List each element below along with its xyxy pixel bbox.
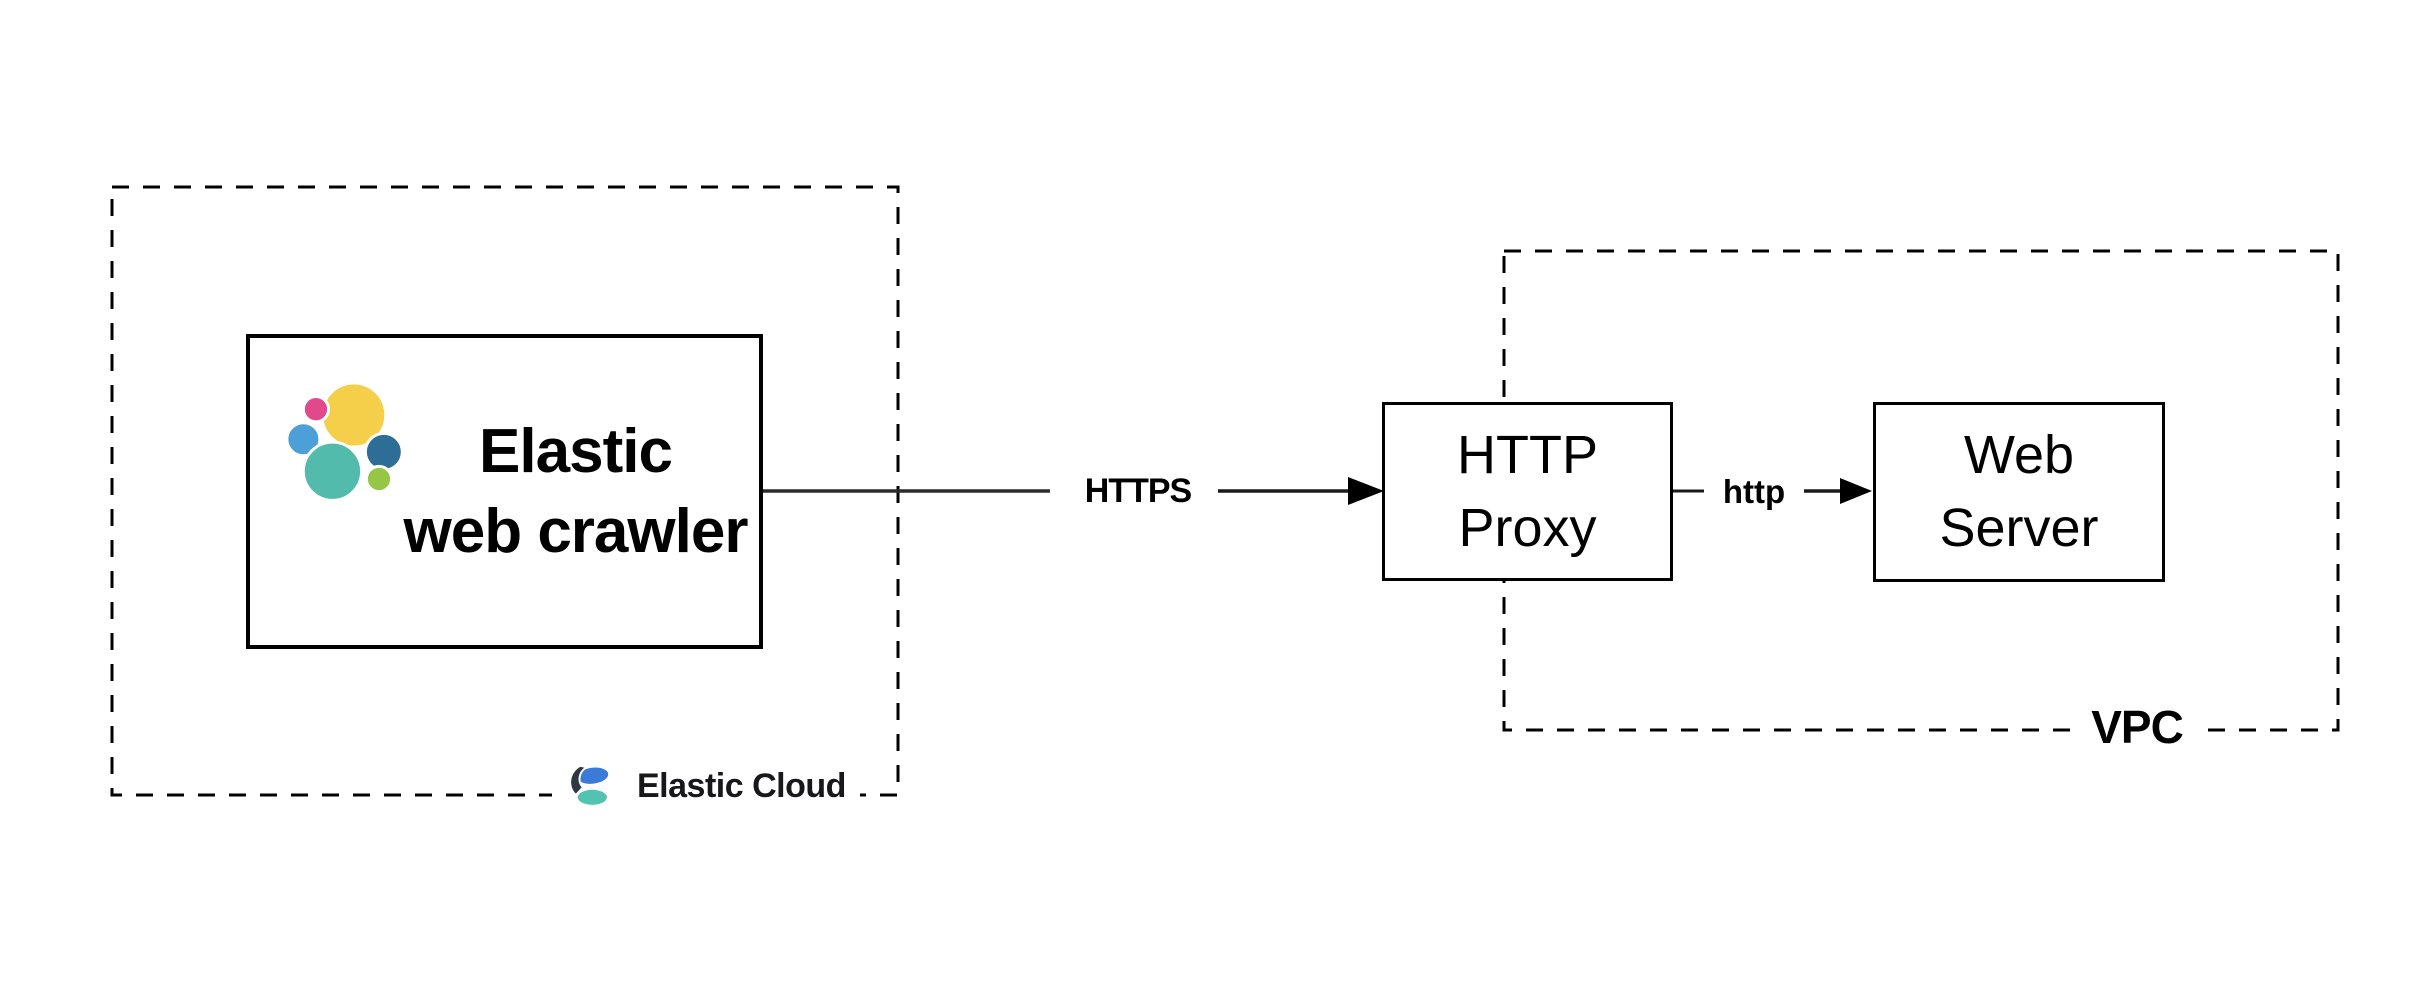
elastic-web-crawler-node: Elastic web crawler (246, 334, 763, 649)
arrowhead-into-web-server-icon (1840, 478, 1872, 504)
http-proxy-node: HTTP Proxy (1382, 402, 1673, 581)
elastic-cloud-logo-blue-segment (577, 767, 609, 784)
arrowhead-into-http-proxy-icon (1348, 477, 1384, 505)
web-server-node: Web Server (1873, 402, 2165, 582)
elastic-cloud-group-label-text: Elastic Cloud (637, 766, 846, 805)
web-server-label-line1: Web (1963, 425, 2075, 485)
http-proxy-label-line1: HTTP (1457, 424, 1598, 485)
elastic-cloud-logo-dark-segment (569, 764, 590, 796)
elasticsearch-logo-teal-blob (301, 440, 363, 502)
elastic-cloud-group-label: Elastic Cloud (552, 756, 860, 816)
elastic-cloud-logo-icon (569, 764, 609, 805)
elasticsearch-logo-icon (285, 384, 404, 502)
elasticsearch-logo-pink-blob (301, 395, 331, 424)
vpc-group-label: VPC (2080, 702, 2194, 752)
http-proxy-label-line2: Proxy (1458, 497, 1597, 558)
elasticsearch-logo-darkblue-blob (363, 431, 404, 472)
http-proxy-node-label: HTTP Proxy (1457, 419, 1598, 565)
elasticsearch-logo-blue-blob (285, 421, 322, 458)
elastic-cloud-logo-teal-segment (577, 789, 607, 805)
web-server-label-line2: Server (1939, 498, 2099, 558)
crawler-node-label: Elastic web crawler (400, 338, 751, 645)
web-server-node-label: Web Server (1939, 419, 2098, 565)
connection-label-https: HTTPS (1058, 467, 1218, 515)
crawler-node-label-line2: web crawler (403, 496, 749, 566)
elasticsearch-logo-green-blob (364, 464, 394, 494)
crawler-node-label-line1: Elastic (479, 416, 673, 486)
vpc-group-dashed-border (1502, 249, 2340, 732)
connection-label-http: http (1704, 468, 1804, 515)
